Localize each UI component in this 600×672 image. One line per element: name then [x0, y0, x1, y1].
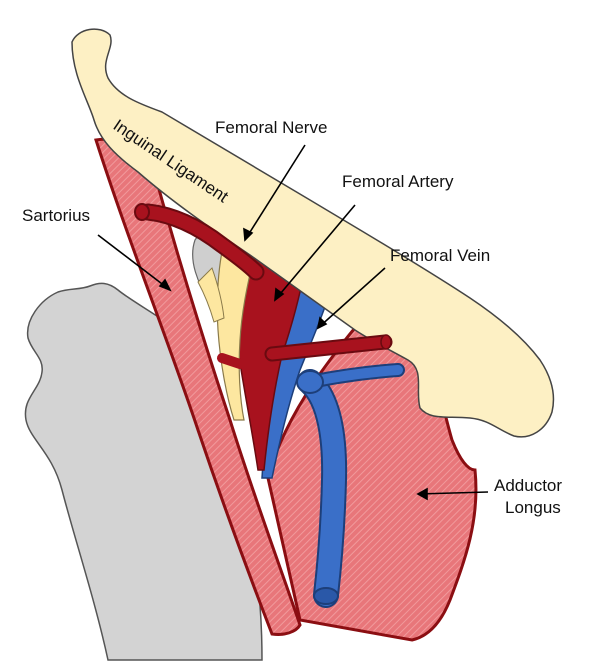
vein-cut-end — [313, 587, 339, 605]
arrow-femoral-vein — [317, 267, 386, 329]
arrowhead-sartorius — [158, 278, 172, 292]
arrowhead-femoral-artery — [274, 287, 285, 302]
arrow-sartorius — [97, 234, 171, 291]
label-femoral-vein: Femoral Vein — [390, 246, 490, 265]
label-adductor-line1: Adductor — [494, 476, 562, 495]
label-sartorius: Sartorius — [22, 206, 90, 225]
arrowhead-femoral-vein — [316, 316, 328, 330]
label-femoral-nerve: Femoral Nerve — [215, 118, 327, 137]
artery-cut-end-1 — [134, 203, 150, 221]
arrow-femoral-artery — [274, 204, 356, 301]
small-artery-stub — [217, 353, 245, 369]
label-adductor-line2: Longus — [505, 498, 561, 517]
deep-artery-branch-fill — [266, 336, 391, 360]
saphenofemoral-junction — [296, 370, 324, 394]
femoral-nerve-branch — [197, 267, 225, 323]
superficial-circumflex-artery-fill — [141, 205, 263, 279]
arrowhead-adductor-longus — [416, 487, 428, 501]
great-saphenous-vein-fill — [299, 371, 346, 606]
label-femoral-artery: Femoral Artery — [342, 172, 454, 191]
arrow-adductor-longus — [417, 491, 489, 495]
arrow-femoral-nerve — [244, 144, 306, 241]
arrowhead-femoral-nerve — [243, 227, 254, 242]
artery-cut-end-2 — [380, 334, 392, 350]
